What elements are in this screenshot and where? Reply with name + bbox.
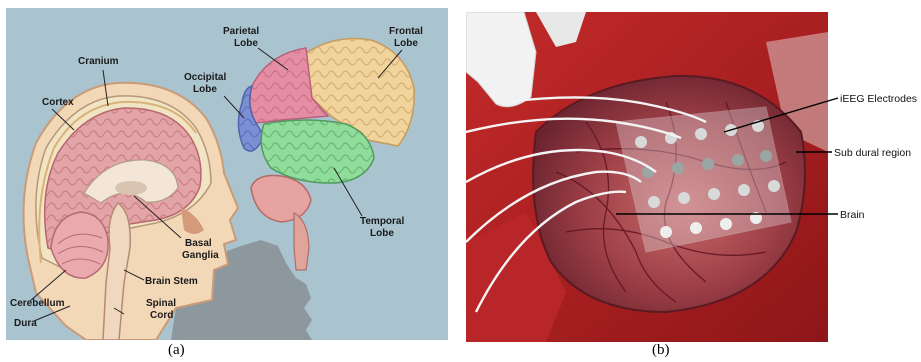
label-ieeg-electrodes: iEEG Electrodes xyxy=(840,93,917,105)
label-brain: Brain xyxy=(840,209,865,221)
ieeg-surgery-photo: iEEG Electrodes Sub dural region Brain xyxy=(466,12,918,342)
panel-b-ieeg-photo: iEEG Electrodes Sub dural region Brain xyxy=(466,12,918,342)
label-temporal-1: Temporal xyxy=(360,216,404,227)
thalamus xyxy=(115,181,147,195)
label-frontal-2: Lobe xyxy=(394,38,418,49)
label-occipital-1: Occipital xyxy=(184,72,226,83)
label-parietal-1: Parietal xyxy=(223,26,259,37)
electrode xyxy=(708,188,720,200)
electrode xyxy=(738,184,750,196)
label-temporal-2: Lobe xyxy=(370,228,394,239)
electrode xyxy=(672,162,684,174)
electrode xyxy=(760,150,772,162)
electrode xyxy=(648,196,660,208)
label-brain-stem: Brain Stem xyxy=(145,276,198,287)
label-dura: Dura xyxy=(14,318,37,329)
label-basal-2: Ganglia xyxy=(182,250,219,261)
electrode xyxy=(695,128,707,140)
label-spinal-2: Cord xyxy=(150,310,173,321)
panel-a-brain-anatomy: Cranium Cortex Parietal Lobe Frontal Lob… xyxy=(6,8,448,340)
electrode xyxy=(660,226,672,238)
label-cerebellum: Cerebellum xyxy=(10,298,65,309)
label-parietal-2: Lobe xyxy=(234,38,258,49)
label-frontal-1: Frontal xyxy=(389,26,423,37)
electrode xyxy=(690,222,702,234)
electrode xyxy=(768,180,780,192)
label-spinal-1: Spinal xyxy=(146,298,176,309)
caption-a: (a) xyxy=(168,342,185,359)
annotation-margin xyxy=(828,12,918,342)
electrode xyxy=(732,154,744,166)
label-basal-1: Basal xyxy=(185,238,212,249)
label-cranium: Cranium xyxy=(78,56,119,67)
electrode xyxy=(702,158,714,170)
electrode xyxy=(720,218,732,230)
caption-b: (b) xyxy=(652,342,670,359)
electrode xyxy=(678,192,690,204)
label-subdural-region: Sub dural region xyxy=(834,147,911,159)
electrode xyxy=(635,136,647,148)
label-cortex: Cortex xyxy=(42,97,74,108)
brain-anatomy-illustration: Cranium Cortex Parietal Lobe Frontal Lob… xyxy=(6,8,448,340)
label-occipital-2: Lobe xyxy=(193,84,217,95)
